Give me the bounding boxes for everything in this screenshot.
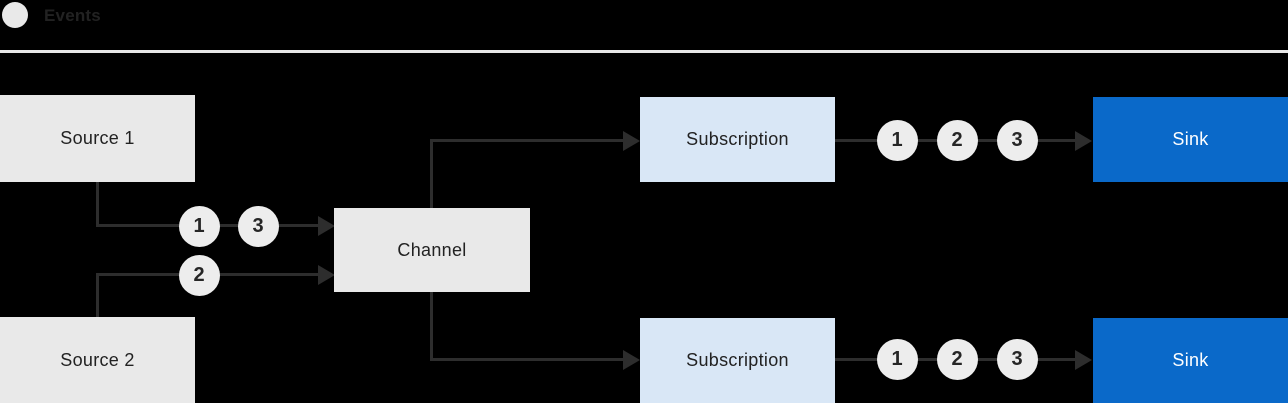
- node-source-2: Source 2: [0, 317, 195, 403]
- edge-source2-rise: [96, 274, 99, 318]
- arrowhead-arrow-into-sink2: [1075, 349, 1092, 370]
- divider-rule: [0, 50, 1288, 53]
- node-sink-1: Sink: [1093, 97, 1288, 182]
- sink-1-label: Sink: [1172, 129, 1209, 149]
- node-sink-2: Sink: [1093, 318, 1288, 403]
- subscription-1-label: Subscription: [686, 129, 789, 149]
- event-circle-icon: [2, 2, 28, 28]
- event-marker-2: 2: [178, 254, 220, 296]
- node-subscription-1: Subscription: [640, 97, 835, 182]
- channel-label: Channel: [397, 239, 467, 260]
- source-2-label: Source 2: [60, 349, 135, 370]
- event-marker-2: 2: [936, 119, 978, 161]
- arrowhead-arrow-into-channel-bottom: [318, 264, 335, 285]
- sink-2-label: Sink: [1172, 350, 1209, 370]
- edge-channel-down: [430, 292, 433, 359]
- arrowhead-arrow-into-channel-top: [318, 215, 335, 236]
- node-channel: Channel: [334, 208, 530, 292]
- node-source-1: Source 1: [0, 95, 195, 182]
- node-subscription-2: Subscription: [640, 318, 835, 403]
- arrowhead-arrow-into-sub2: [623, 349, 640, 370]
- event-marker-3: 3: [237, 205, 279, 247]
- edge-source1-drop: [96, 182, 99, 226]
- event-marker-3: 3: [996, 119, 1038, 161]
- edge-channel-to-sub2: [430, 358, 624, 361]
- event-marker-2: 2: [936, 338, 978, 380]
- edge-channel-up: [430, 140, 433, 208]
- source-1-label: Source 1: [60, 128, 135, 148]
- edge-channel-to-sub1: [430, 139, 624, 142]
- event-marker-1: 1: [178, 205, 220, 247]
- arrowhead-arrow-into-sub1: [623, 130, 640, 151]
- legend-label: Events: [44, 6, 101, 25]
- subscription-2-label: Subscription: [686, 350, 789, 370]
- event-marker-1: 1: [876, 119, 918, 161]
- arrowhead-arrow-into-sink1: [1075, 130, 1092, 151]
- event-marker-1: 1: [876, 338, 918, 380]
- event-marker-3: 3: [996, 338, 1038, 380]
